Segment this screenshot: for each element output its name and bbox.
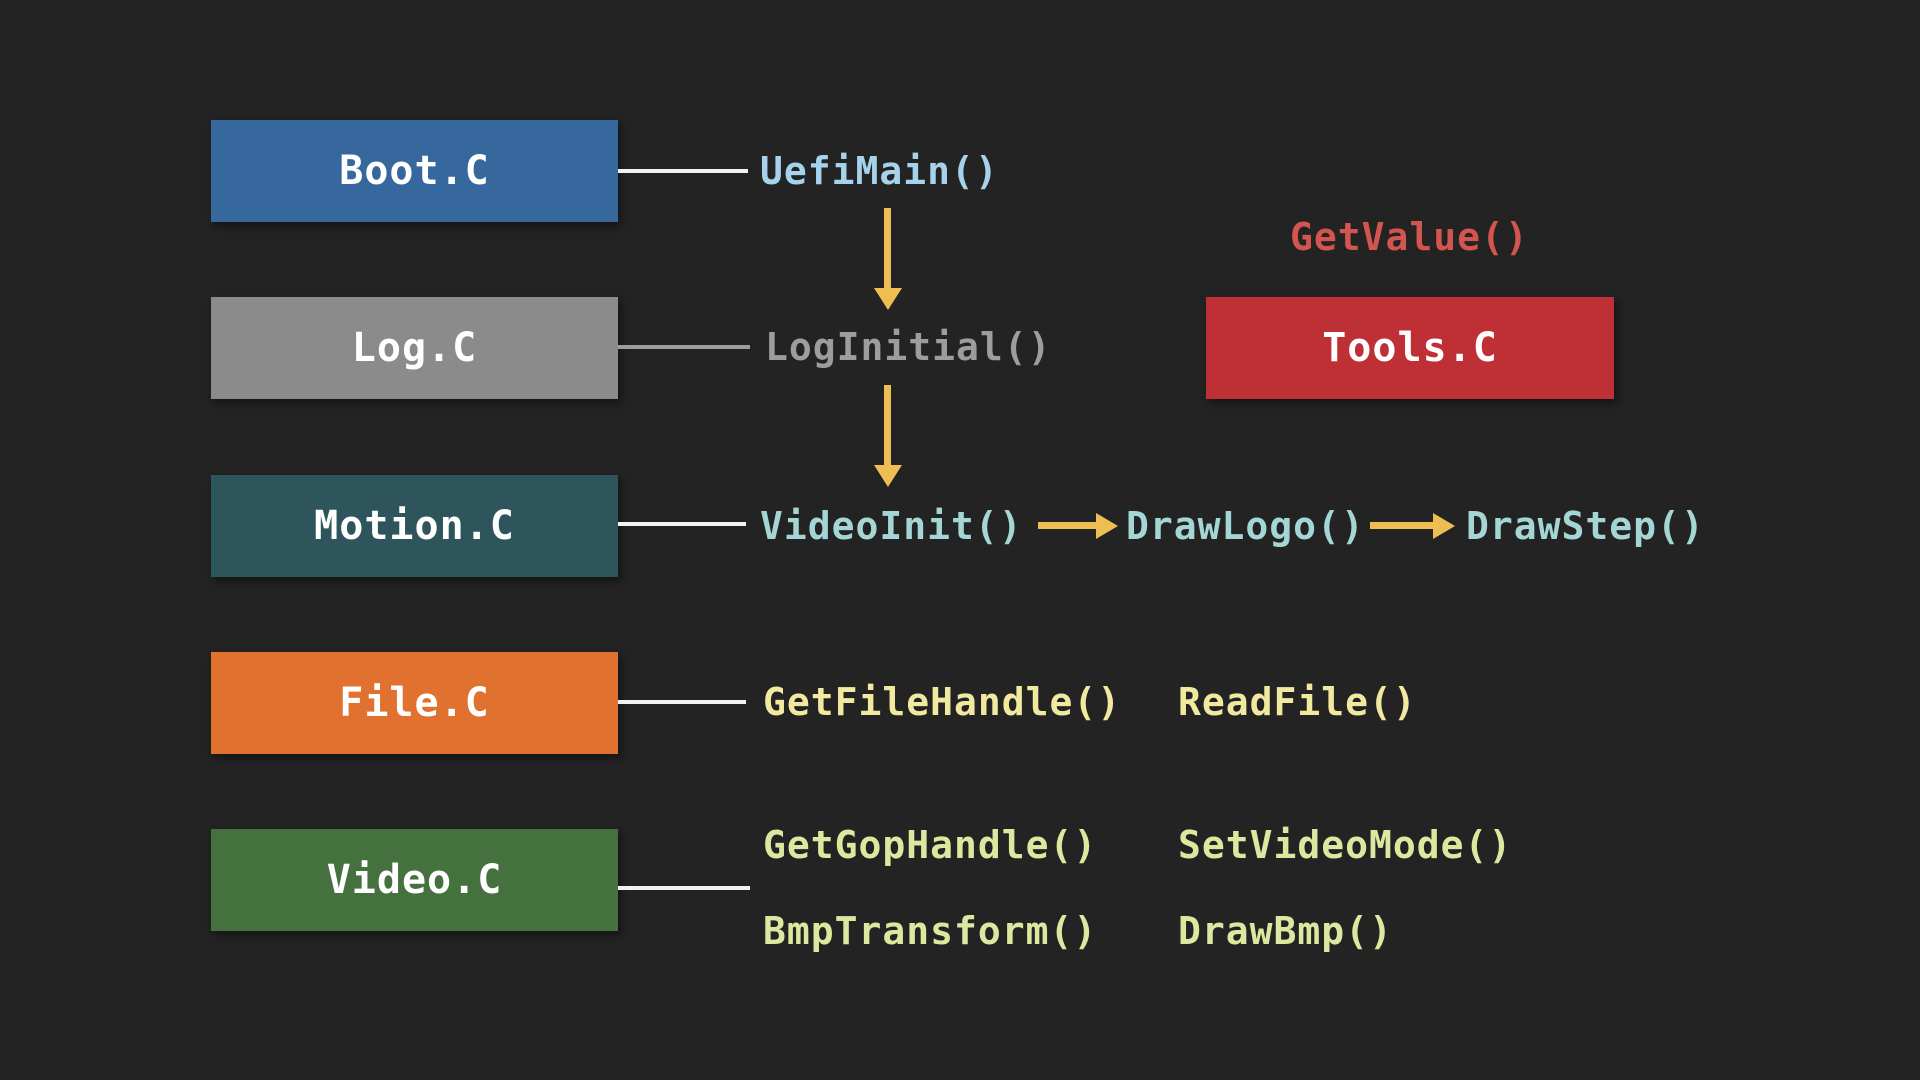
arrow-right-icon (1096, 513, 1118, 539)
module-box-tools-c: Tools.C (1206, 297, 1614, 399)
module-label-boot-c: Boot.C (339, 148, 490, 194)
arrow-drawlogo-to-drawstep (1370, 522, 1434, 529)
connector-line-log (618, 345, 750, 349)
function-label-getvalue: GetValue() (1290, 215, 1529, 259)
module-box-log-c: Log.C (211, 297, 618, 399)
function-label-getgophandle: GetGopHandle() (763, 823, 1098, 867)
module-box-video-c: Video.C (211, 829, 618, 931)
module-label-motion-c: Motion.C (314, 503, 515, 549)
module-label-video-c: Video.C (326, 857, 503, 903)
function-label-drawstep: DrawStep() (1466, 504, 1705, 548)
function-label-getfilehandle: GetFileHandle() (763, 680, 1122, 724)
function-label-uefimain: UefiMain() (760, 149, 999, 193)
connector-line-boot (618, 169, 748, 173)
function-label-loginitial: LogInitial() (765, 325, 1052, 369)
connector-line-file (618, 700, 746, 704)
function-label-videoinit: VideoInit() (760, 504, 1023, 548)
module-label-tools-c: Tools.C (1322, 325, 1498, 371)
module-box-boot-c: Boot.C (211, 120, 618, 222)
module-box-file-c: File.C (211, 652, 618, 754)
function-label-setvideomode: SetVideoMode() (1178, 823, 1513, 867)
module-box-motion-c: Motion.C (211, 475, 618, 577)
arrow-loginitial-to-videoinit (884, 385, 891, 467)
arrow-down-icon (874, 288, 902, 310)
connector-line-motion (618, 522, 746, 526)
module-label-log-c: Log.C (351, 325, 478, 371)
arrow-right-icon (1433, 513, 1455, 539)
arrow-down-icon (874, 465, 902, 487)
connector-line-video (618, 886, 750, 890)
arrow-videoinit-to-drawlogo (1038, 522, 1098, 529)
function-label-bmptransform: BmpTransform() (763, 909, 1098, 953)
function-label-readfile: ReadFile() (1178, 680, 1417, 724)
module-label-file-c: File.C (339, 680, 490, 726)
function-label-drawbmp: DrawBmp() (1178, 909, 1393, 953)
arrow-uefimain-to-loginitial (884, 208, 891, 290)
function-label-drawlogo: DrawLogo() (1126, 504, 1365, 548)
